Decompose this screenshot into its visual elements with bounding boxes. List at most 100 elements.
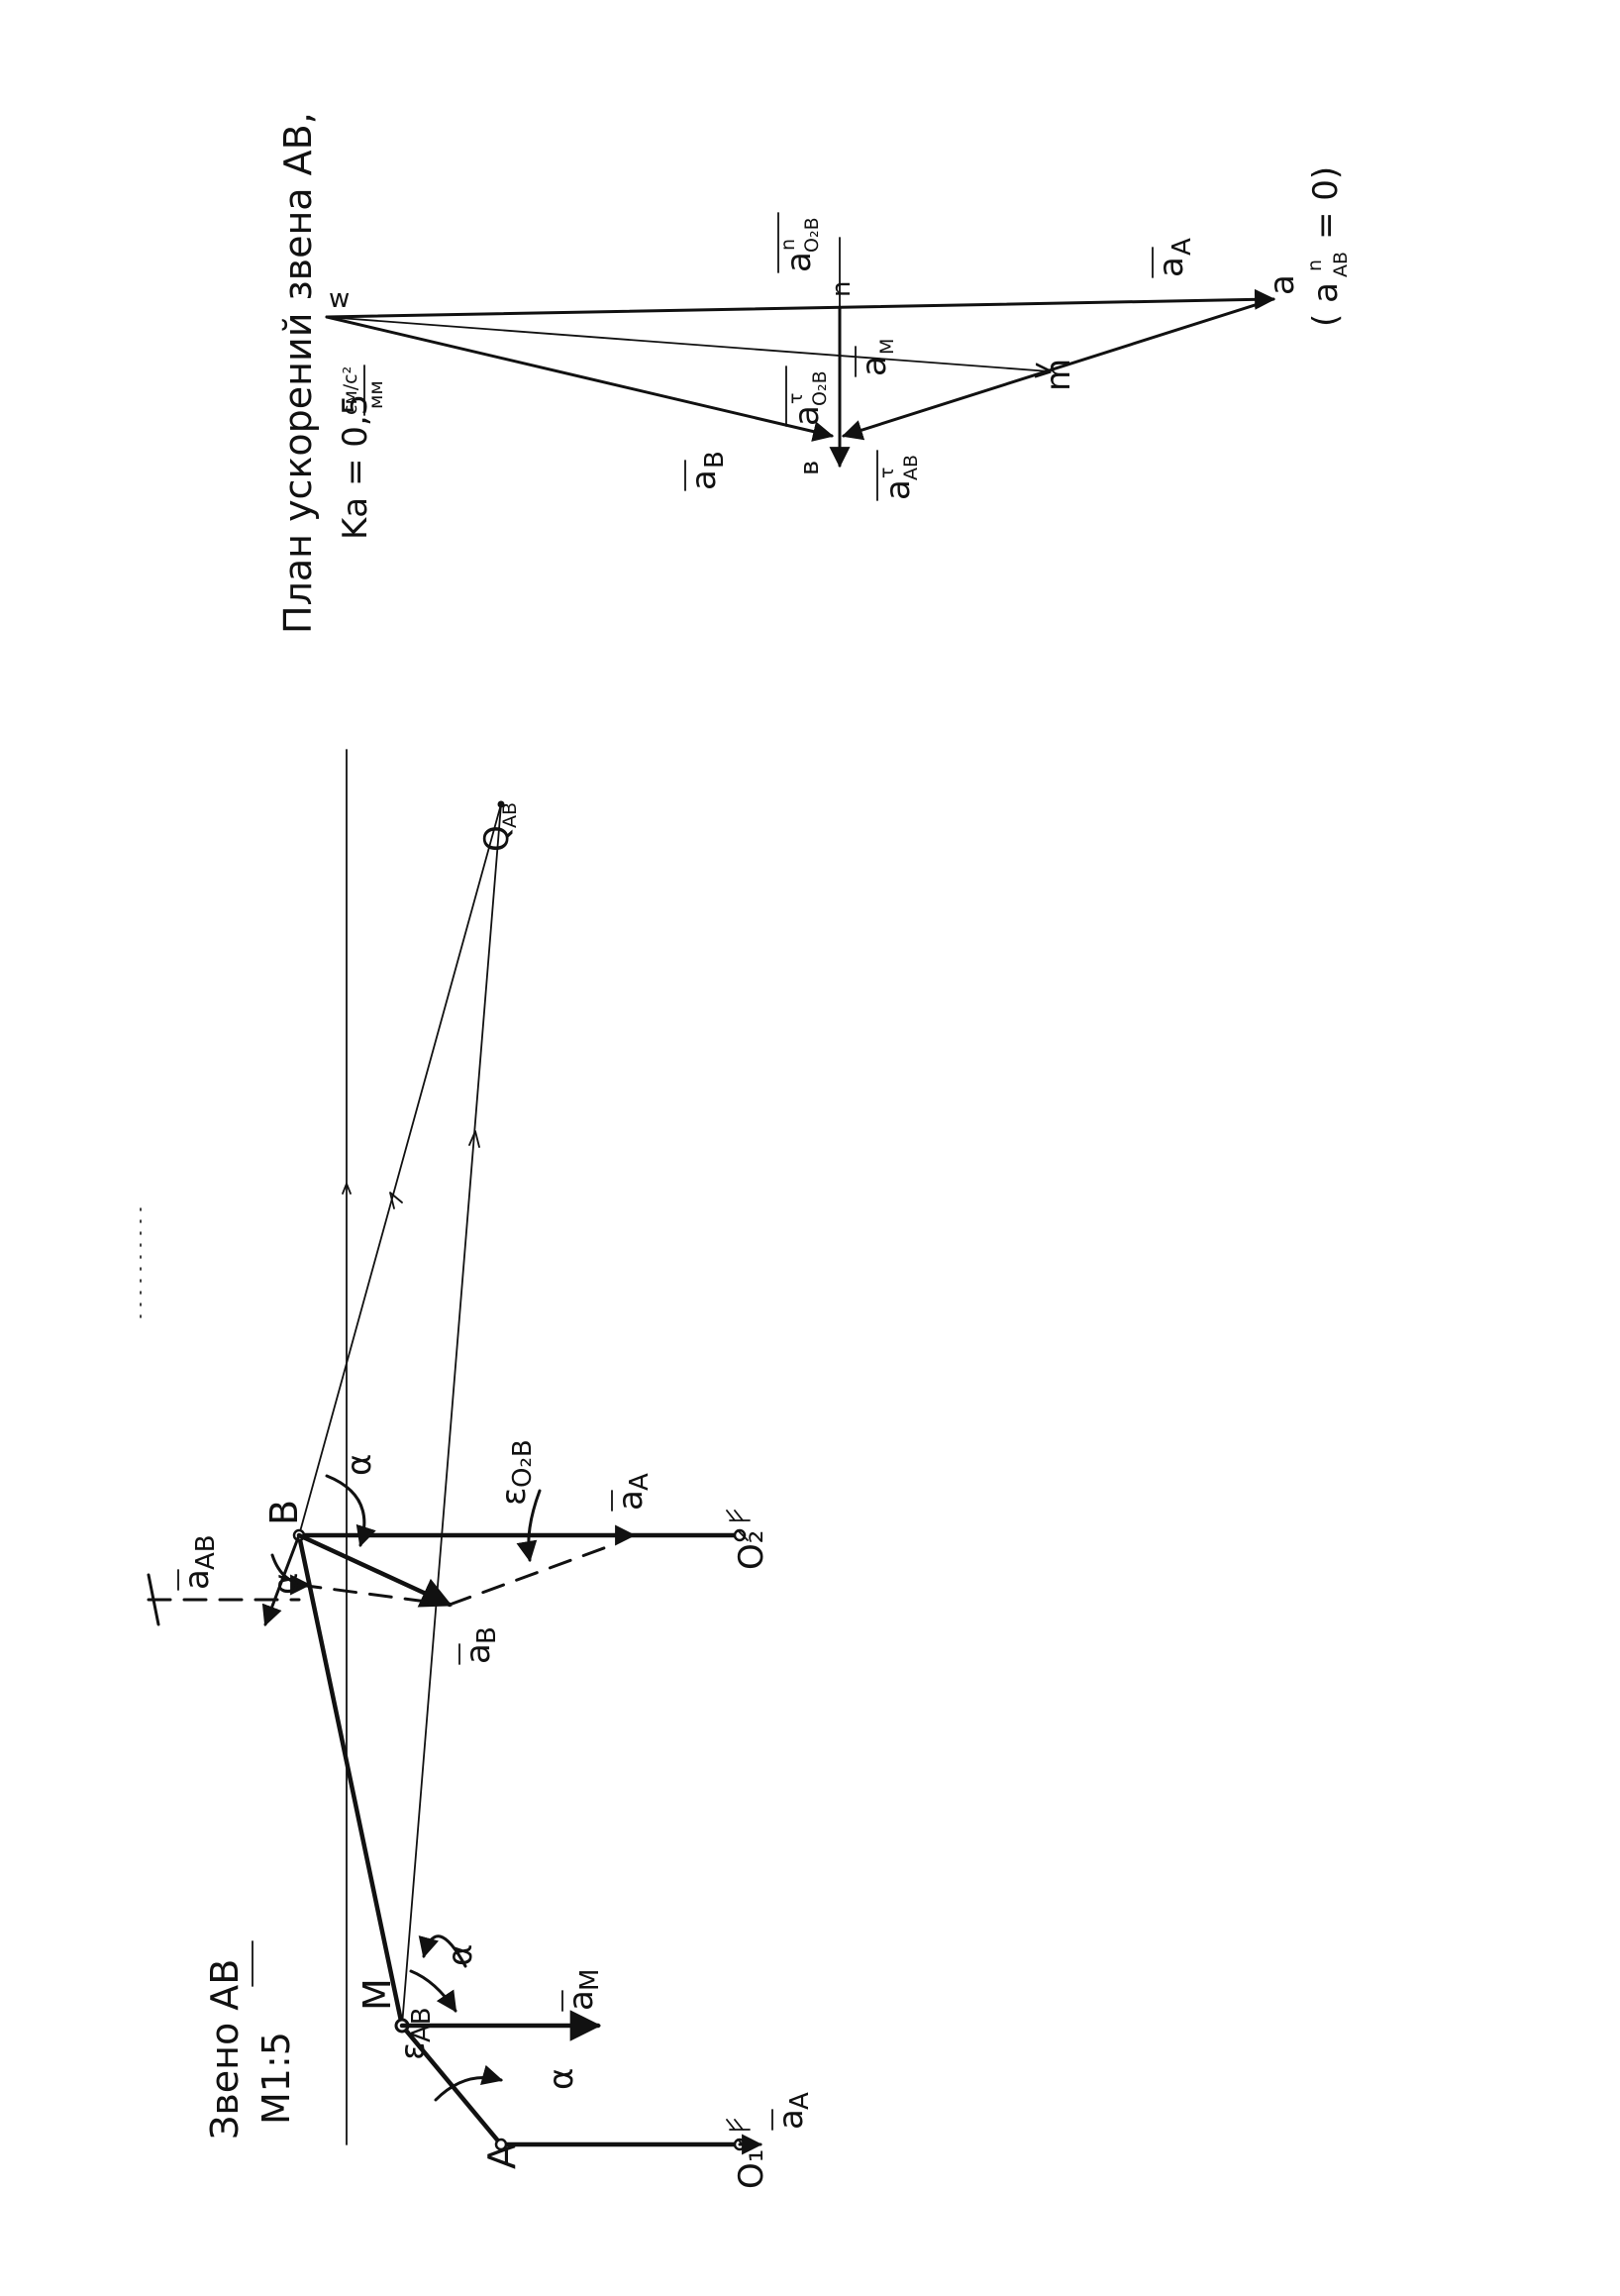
link-A-M <box>399 2023 504 2147</box>
ground-O2 <box>726 1510 751 1541</box>
eps-AB-arc <box>418 1934 467 1968</box>
eps-O2B-arc <box>516 1489 542 1563</box>
epsAB-base: ε <box>393 2042 433 2060</box>
aBplan-base: a <box>684 470 724 490</box>
alpha-arc-A <box>434 2064 504 2102</box>
note-sup: n <box>1304 260 1326 271</box>
point-A <box>494 2138 508 2151</box>
aABt-sub: AB <box>900 455 922 480</box>
label-B: B <box>262 1500 306 1525</box>
label-aA-plan: a A <box>1152 238 1197 278</box>
label-A: A <box>480 2143 524 2169</box>
vector-aB-plan <box>325 315 835 442</box>
plan-scale-text: Kа = 0,5 <box>336 394 375 540</box>
aAplan-sub: A <box>1167 238 1197 256</box>
vector-pi-a <box>325 288 1276 319</box>
aAB-sub: AB <box>191 1534 221 1570</box>
label-aO2B-n: a O₂B n <box>777 212 823 273</box>
label-aAB-t: a AB τ <box>876 450 922 501</box>
label-eps-O2B: ε O₂B <box>494 1439 538 1506</box>
dash-2 <box>448 1543 614 1607</box>
epsO2B-sub: O₂B <box>508 1439 538 1488</box>
scale-label: М1:5 <box>254 2032 298 2125</box>
pole-m: m <box>1039 359 1078 391</box>
label-aA-2: a A <box>611 1473 655 1512</box>
arrow-tick-MQ <box>468 1130 480 1148</box>
aAplan-base: a <box>1152 257 1191 277</box>
label-aM: a M <box>561 1969 605 2012</box>
label-aM-plan: a M <box>855 339 898 377</box>
note-aABn-zero: ( a AB n = 0) <box>1304 166 1352 327</box>
vector-aAB <box>261 1533 301 1626</box>
label-alpha-B2: α <box>266 1573 306 1595</box>
aMplan-base: a <box>855 356 894 376</box>
label-Q-group: Q AB <box>477 802 521 852</box>
pole-w: w <box>329 284 350 314</box>
label-alpha-A: α <box>542 2068 581 2090</box>
vector-aM-plan <box>326 316 1050 371</box>
aO2Bt-sub: O₂B <box>809 370 831 406</box>
pole-b: в <box>795 461 825 475</box>
ground-O1 <box>726 2119 751 2150</box>
note-tail: = 0) <box>1306 166 1346 240</box>
plan-scale-den: мм <box>365 380 387 409</box>
plan-title: План ускорений звена АВ, <box>276 112 320 634</box>
label-aAB: a AB <box>177 1534 221 1591</box>
epsAB-sub: AB <box>407 2007 437 2042</box>
note-sub: AB <box>1330 252 1352 277</box>
note-base: ( a <box>1306 282 1346 327</box>
aBplan-sub: B <box>700 451 730 469</box>
point-Q <box>497 800 505 808</box>
label-aA-1: a A <box>771 2092 815 2131</box>
plan-scale: Kа = 0,5 см/с² мм <box>336 365 387 540</box>
aMplan-sub: M <box>876 339 898 355</box>
alpha-arc-B2 <box>270 1553 312 1596</box>
aM-base: a <box>561 1990 601 2011</box>
label-alpha-M: α <box>441 1944 480 1966</box>
aO2Bt-base: a <box>787 405 827 426</box>
vector-aAB-t <box>841 297 1275 441</box>
arrow-tick-BQ <box>389 1192 403 1209</box>
plan-scale-num: см/с² <box>340 366 361 415</box>
label-Q: Q <box>477 825 517 852</box>
vector-aB <box>296 1532 453 1608</box>
aB-sub: B <box>472 1626 502 1644</box>
ref-line-arrow-tick <box>342 1183 352 1195</box>
alpha-arc-B <box>325 1474 376 1548</box>
aA1-base: a <box>771 2109 811 2130</box>
aAB-base: a <box>177 1569 217 1590</box>
label-aO2B-t: a O₂B τ <box>785 365 831 427</box>
aO2Bn-sub: O₂B <box>801 217 823 253</box>
aB-base: a <box>458 1643 498 1664</box>
aM-sub: M <box>575 1969 605 1991</box>
label-M: M <box>355 1978 399 2011</box>
label-alpha-B: α <box>340 1454 379 1476</box>
pole-a: a <box>1263 274 1302 295</box>
title-link: Звено АВ <box>203 1959 247 2139</box>
aO2Bn-sup: n <box>777 239 799 251</box>
acceleration-plan: w n a в m a O₂B n a O₂B τ a M a AB τ <box>276 112 1352 634</box>
aA1-sub: A <box>785 2092 815 2110</box>
link-diagram: Звено АВ М1:5 A M B O₁ O₂ Q AB a A a A a… <box>140 749 815 2189</box>
label-O2: O₂ <box>732 1530 771 1570</box>
label-eps-AB: ε AB <box>393 2007 437 2060</box>
aA2-sub: A <box>625 1473 655 1491</box>
aABt-base: a <box>878 479 918 500</box>
pole-n: n <box>827 281 857 297</box>
alpha-arc-M <box>409 1969 457 2013</box>
label-aB: a B <box>458 1626 502 1665</box>
aABt-sup: τ <box>876 468 898 478</box>
link-M-B <box>296 1532 405 2029</box>
line-M-Q <box>401 803 502 2027</box>
aO2Bn-base: a <box>779 252 819 272</box>
label-O1: O₁ <box>732 2149 771 2189</box>
point-O2 <box>733 1528 747 1542</box>
dash-1 <box>297 1583 452 1607</box>
epsO2B-base: ε <box>494 1488 534 1506</box>
label-Q-sub: AB <box>499 802 521 828</box>
label-aB-plan: a B <box>684 451 730 491</box>
aO2Bt-sup: τ <box>785 393 807 404</box>
line-B-Q <box>298 803 502 1536</box>
